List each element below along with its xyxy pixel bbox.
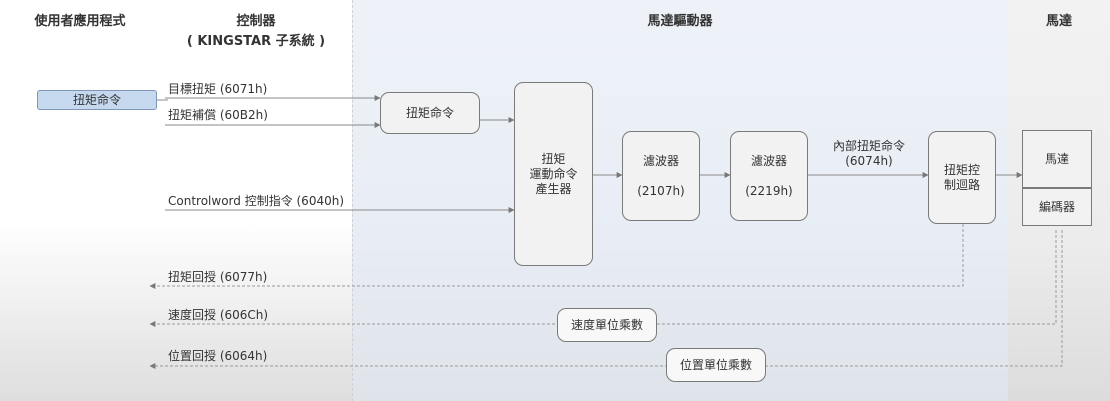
velocity-factor-block: 速度單位乘數 [557,308,657,342]
torque-feedback-label: 扭矩回授 (6077h) [168,270,268,284]
torque-command-block: 扭矩命令 [380,92,480,134]
motor-block: 馬達 [1022,130,1092,188]
torque-control-loop-block: 扭矩控 制迴路 [928,131,996,224]
torque-profile-generator-block: 扭矩 運動命令 產生器 [514,82,593,266]
position-feedback-dashed-line [149,230,1063,369]
controller-subheader: ( KINGSTAR 子系統 ) [186,34,326,49]
velocity-feedback-dashed-line [149,230,1057,327]
encoder-block: 編碼器 [1022,188,1092,226]
controller-column [160,0,352,401]
motor-header: 馬達 [1045,14,1072,29]
torque-offset-label: 扭矩補償 (60B2h) [168,108,268,122]
torque-feedback-dashed-line [149,224,964,289]
velocity-feedback-label: 速度回授 (606Ch) [168,308,269,322]
filter-2219h-block: 濾波器 (2219h) [730,131,808,221]
position-feedback-label: 位置回授 (6064h) [168,349,268,363]
controlword-label: Controlword 控制指令 (6040h) [168,194,345,208]
position-factor-block: 位置單位乘數 [666,348,766,382]
internal-torque-command-label: 內部扭矩命令 (6074h) [832,139,905,168]
user-application-header: 使用者應用程式 [34,14,126,29]
filter-2107h-block: 濾波器 (2107h) [622,131,700,221]
controller-header: 控制器 [236,14,276,29]
motor-drive-header: 馬達驅動器 [647,14,713,29]
target-torque-label: 目標扭矩 (6071h) [168,82,268,96]
torque-command-input-box: 扭矩命令 [37,90,157,110]
user-application-column [0,0,160,401]
